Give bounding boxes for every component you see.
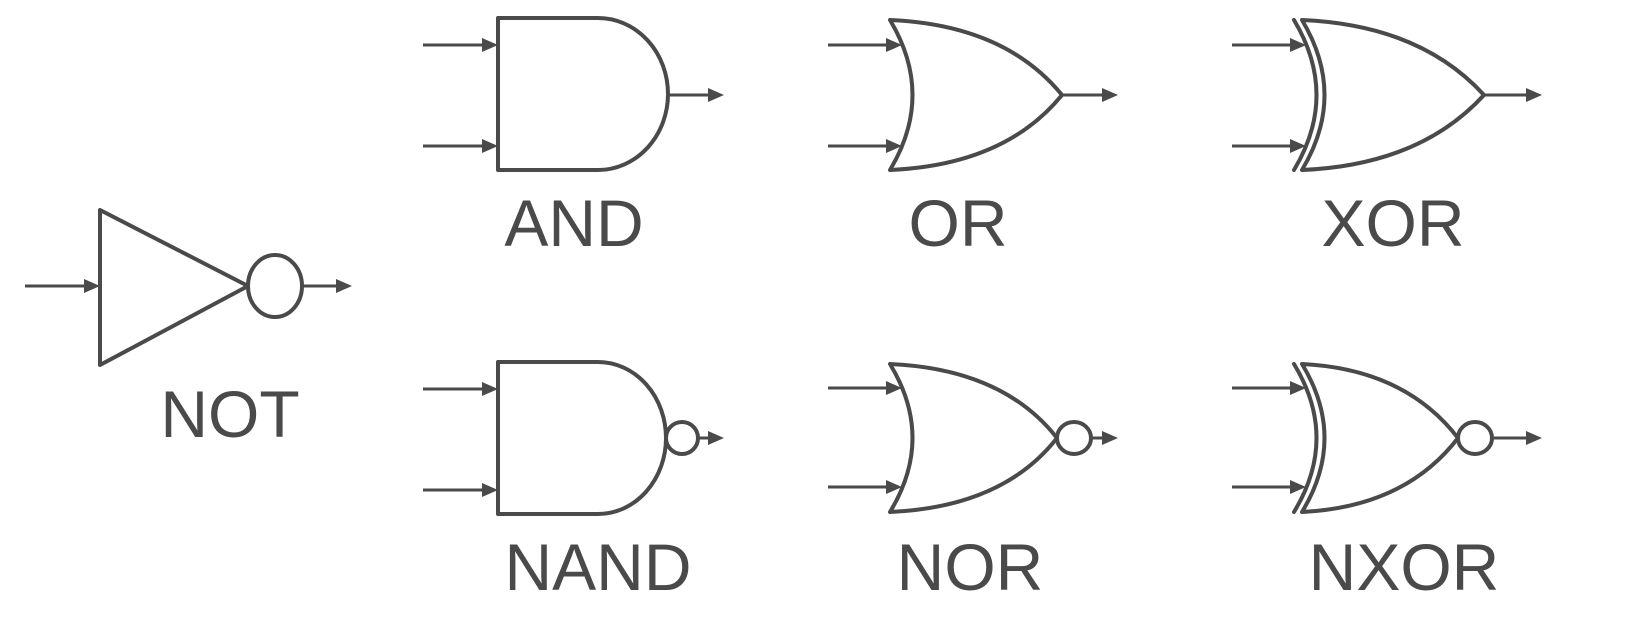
nor-input-b-arrowhead: [886, 480, 902, 494]
nor-label: NOR: [897, 530, 1044, 604]
nxor-gate: NXOR: [1232, 362, 1542, 604]
or-input-a-arrowhead: [886, 38, 902, 52]
nand-input-a-arrowhead: [482, 382, 498, 396]
nand-output-arrowhead: [708, 431, 724, 445]
xor-extra-curve: [1292, 18, 1319, 172]
nxor-input-a-arrowhead: [1290, 381, 1306, 395]
and-output-arrowhead: [708, 88, 724, 102]
and-label: AND: [504, 186, 643, 260]
or-gate: OR: [828, 18, 1118, 260]
nand-input-b-arrowhead: [482, 483, 498, 497]
nand-inversion-bubble: [664, 420, 700, 456]
or-label: OR: [909, 186, 1008, 260]
not-label: NOT: [160, 377, 299, 451]
xor-gate: XOR: [1232, 18, 1542, 260]
nxor-inversion-bubble: [1456, 420, 1494, 456]
not-inversion-bubble: [246, 253, 304, 319]
or-output-arrowhead: [1102, 88, 1118, 102]
nor-input-a-arrowhead: [886, 381, 902, 395]
and-input-a-arrowhead: [482, 38, 498, 52]
not-output-arrowhead: [336, 279, 352, 293]
nor-gate: NOR: [828, 362, 1118, 604]
nor-output-arrowhead: [1102, 431, 1118, 445]
nxor-label: NXOR: [1309, 530, 1500, 604]
xor-gate-body: [1300, 18, 1486, 172]
nor-inversion-bubble: [1055, 420, 1093, 456]
not-gate: NOT: [25, 208, 352, 451]
not-gate-body: [98, 208, 250, 367]
and-input-b-arrowhead: [482, 139, 498, 153]
xor-output-arrowhead: [1526, 88, 1542, 102]
nand-gate: NAND: [423, 360, 724, 604]
nxor-extra-curve: [1292, 362, 1319, 514]
nand-label: NAND: [504, 530, 691, 604]
nxor-input-b-arrowhead: [1290, 480, 1306, 494]
xor-input-b-arrowhead: [1290, 139, 1306, 153]
and-gate-body: [496, 16, 670, 172]
and-gate: AND: [423, 16, 724, 260]
nxor-gate-body: [1300, 362, 1460, 514]
xor-label: XOR: [1321, 186, 1464, 260]
nxor-output-arrowhead: [1526, 431, 1542, 445]
or-input-b-arrowhead: [886, 139, 902, 153]
nand-gate-body: [496, 360, 668, 516]
or-gate-body: [888, 18, 1064, 172]
xor-input-a-arrowhead: [1290, 38, 1306, 52]
nor-gate-body: [888, 362, 1059, 514]
not-input-arrowhead: [84, 279, 100, 293]
